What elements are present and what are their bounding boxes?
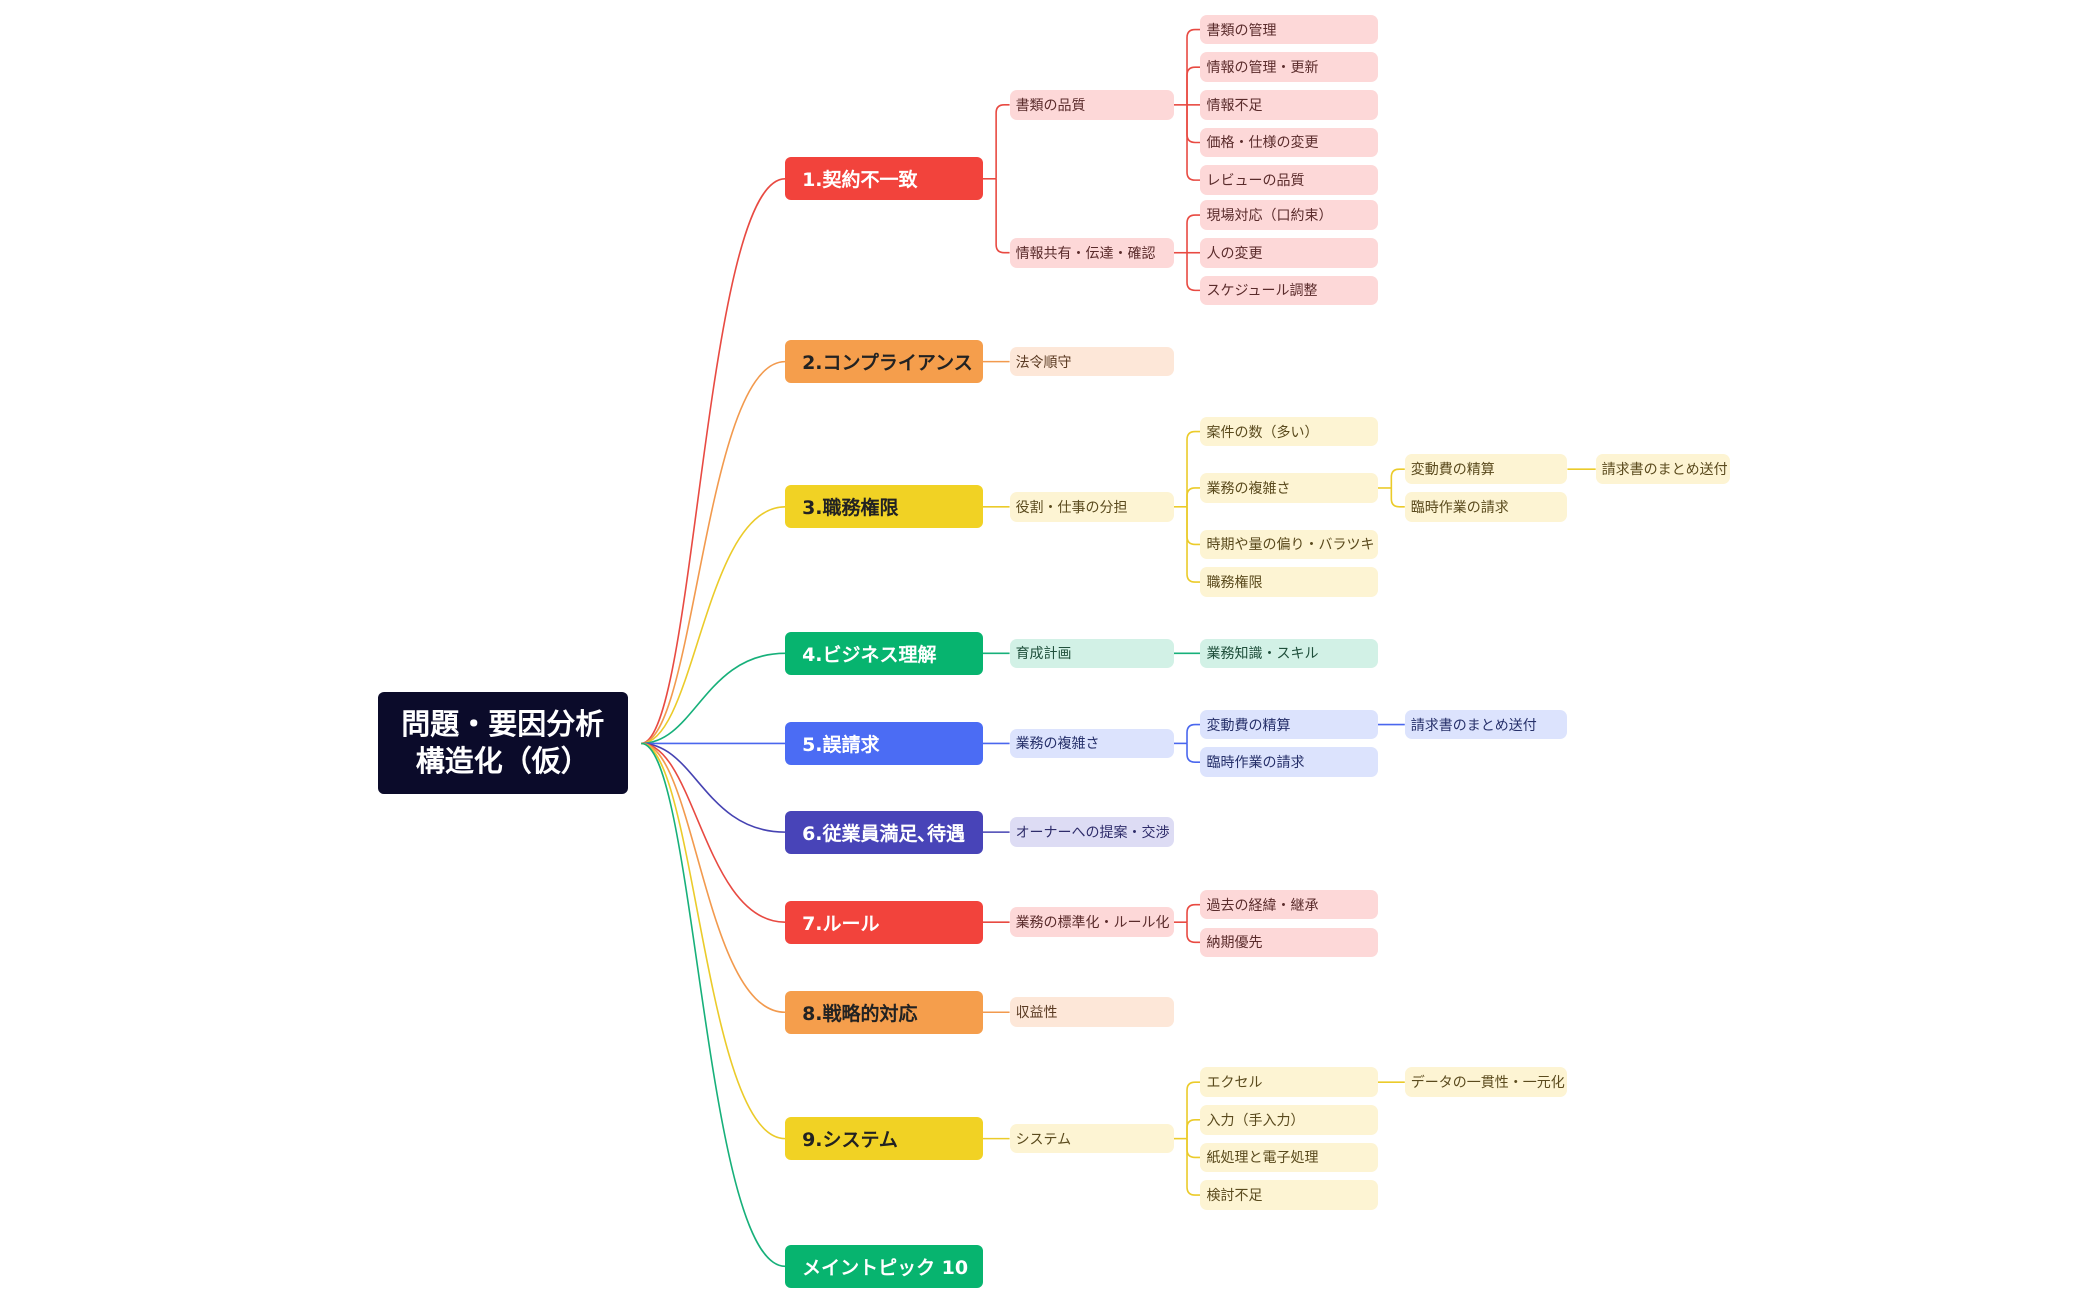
connector-line (1186, 506, 1201, 546)
connector-line (995, 104, 1010, 179)
subtopic-level2[interactable]: 業務知識・スキル (1200, 638, 1378, 669)
subtopic-level1[interactable]: システム (1009, 1123, 1174, 1154)
branch-curve (641, 742, 786, 1014)
branch-curve (641, 652, 786, 745)
main-topic[interactable]: 3.職務権限 (785, 485, 983, 529)
connector-line (1186, 28, 1201, 105)
subtopic-level3[interactable]: データの一貫性・一元化 (1404, 1067, 1568, 1097)
subtopic-level2[interactable]: 変動費の精算 (1200, 709, 1378, 740)
main-topic[interactable]: 1.契約不一致 (785, 157, 983, 201)
subtopic-level2[interactable]: 価格・仕様の変更 (1200, 127, 1378, 158)
branch-curve (641, 360, 786, 745)
subtopic-level2[interactable]: レビューの品質 (1200, 165, 1378, 195)
connector-line (1186, 922, 1201, 944)
main-topic[interactable]: 2.コンプライアンス (785, 340, 983, 384)
branch-curve (641, 742, 786, 923)
subtopic-level2[interactable]: 臨時作業の請求 (1200, 747, 1378, 777)
subtopic-level2[interactable]: 情報不足 (1200, 90, 1378, 120)
subtopic-level1[interactable]: 役割・仕事の分担 (1009, 492, 1174, 522)
main-topic[interactable]: 8.戦略的対応 (785, 990, 983, 1034)
subtopic-level3[interactable]: 臨時作業の請求 (1404, 492, 1568, 522)
central-topic[interactable]: 問題・要因分析構造化（仮） (377, 692, 628, 795)
connector-line (1186, 506, 1201, 583)
subtopic-level1[interactable]: 収益性 (1009, 997, 1174, 1028)
main-topic[interactable]: 9.システム (785, 1117, 983, 1161)
connector-line (1186, 66, 1201, 105)
subtopic-level1[interactable]: 育成計画 (1009, 638, 1174, 669)
connector-line (995, 178, 1010, 254)
central-topic-line: 問題・要因分析 (401, 707, 605, 742)
subtopic-level2[interactable]: 納期優先 (1200, 927, 1378, 958)
connector-line (1186, 1119, 1201, 1139)
central-topic-line: 構造化（仮） (415, 744, 590, 779)
subtopic-level2[interactable]: 情報の管理・更新 (1200, 52, 1378, 82)
subtopic-level2[interactable]: 案件の数（多い） (1200, 416, 1378, 447)
connector-line (1186, 743, 1201, 764)
branch-curve (641, 505, 786, 745)
main-topic[interactable]: 4.ビジネス理解 (785, 631, 983, 675)
subtopic-level1[interactable]: 業務の標準化・ルール化 (1009, 907, 1174, 937)
subtopic-level2[interactable]: 書類の管理 (1200, 14, 1378, 45)
subtopic-level2[interactable]: 人の変更 (1200, 237, 1378, 268)
main-topic[interactable]: 6.従業員満足､待遇 (785, 810, 983, 854)
subtopic-level2[interactable]: 紙処理と電子処理 (1200, 1142, 1378, 1173)
branch-curve (641, 742, 786, 1140)
connector-line (1186, 252, 1201, 292)
subtopic-level3[interactable]: 変動費の精算 (1404, 454, 1568, 484)
connector-line (1186, 104, 1201, 144)
main-topic[interactable]: 5.誤請求 (785, 721, 983, 765)
subtopic-level2[interactable]: 検討不足 (1200, 1180, 1378, 1210)
subtopic-level1[interactable]: 法令順守 (1009, 346, 1174, 377)
main-topic[interactable]: 7.ルール (785, 900, 983, 944)
subtopic-level2[interactable]: 現場対応（口約束） (1200, 200, 1378, 230)
subtopic-level1[interactable]: 業務の複雑さ (1009, 728, 1174, 759)
subtopic-level2[interactable]: 時期や量の偏り・バラツキ (1200, 529, 1378, 560)
connector-line (1186, 723, 1201, 744)
connector-line (1186, 1081, 1201, 1139)
main-topic[interactable]: メイントピック 10 (785, 1244, 983, 1288)
subtopic-level2[interactable]: 過去の経緯・継承 (1200, 889, 1378, 920)
subtopic-level1[interactable]: オーナーへの提案・交渉 (1009, 817, 1174, 847)
connector-line (1186, 903, 1201, 923)
subtopic-level2[interactable]: 業務の複雑さ (1200, 473, 1378, 503)
subtopic-level1[interactable]: 情報共有・伝達・確認 (1009, 237, 1174, 268)
connector-line (1186, 487, 1201, 507)
branch-curve (641, 177, 786, 745)
subtopic-level2[interactable]: 職務権限 (1200, 567, 1378, 597)
connector-line (1390, 487, 1405, 508)
branch-curve (641, 742, 786, 833)
subtopic-level2[interactable]: 入力（手入力） (1200, 1105, 1378, 1135)
connector-line (1186, 104, 1201, 181)
subtopic-level1[interactable]: 書類の品質 (1009, 90, 1174, 120)
connector-line (1390, 468, 1405, 488)
connector-line (1186, 430, 1201, 507)
connector-line (1186, 1138, 1201, 1159)
subtopic-level2[interactable]: エクセル (1200, 1067, 1378, 1097)
connector-line (1186, 214, 1201, 253)
branch-curve (641, 742, 786, 1268)
subtopic-level4[interactable]: 請求書のまとめ送付 (1595, 454, 1731, 484)
subtopic-level3[interactable]: 請求書のまとめ送付 (1404, 709, 1568, 740)
subtopic-level2[interactable]: スケジュール調整 (1200, 275, 1378, 306)
connector-line (1186, 1138, 1201, 1196)
